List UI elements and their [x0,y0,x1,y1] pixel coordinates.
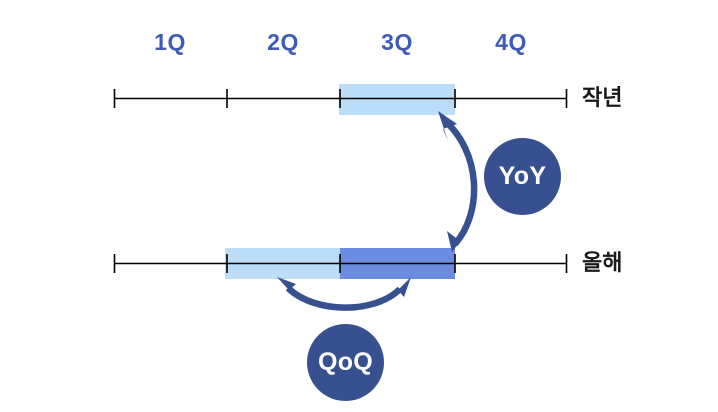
quarter-label-4q: 4Q [495,29,527,55]
bar-last-year-3q [339,84,455,115]
row-label-this-year: 올해 [582,250,623,275]
quarter-label-2q: 2Q [267,29,299,55]
quarter-label-1q: 1Q [154,29,186,55]
quarter-label-3q: 3Q [381,29,413,55]
qoq-badge[interactable]: QoQ [307,324,384,401]
qoq-badge-label: QoQ [317,348,374,376]
axis-last-year [113,89,568,108]
yoy-badge[interactable]: YoY [484,138,561,215]
qoq-arrow [277,277,411,311]
yoy-arrow [438,111,478,252]
row-label-last-year: 작년 [582,85,623,110]
axis-this-year [113,254,568,273]
yoy-badge-label: YoY [498,162,547,190]
